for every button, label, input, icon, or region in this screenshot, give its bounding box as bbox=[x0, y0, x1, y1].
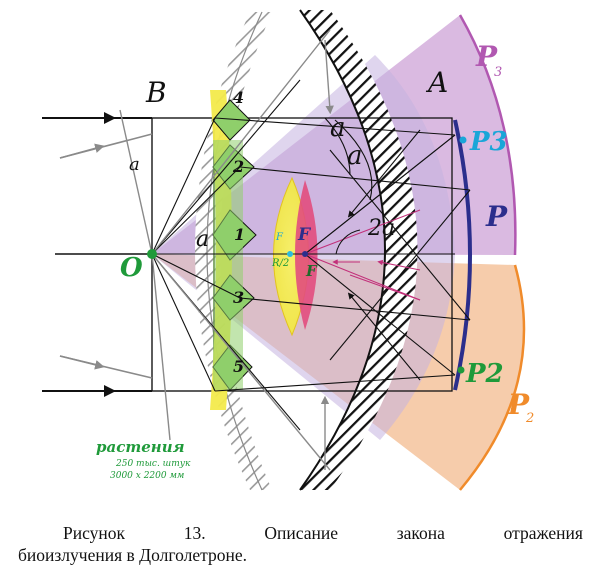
label-p: P bbox=[485, 200, 508, 233]
label-alpha-top2: a bbox=[347, 141, 363, 171]
caption-word-3: Описание bbox=[264, 523, 338, 543]
plants-size: 3000 х 2200 мм bbox=[110, 471, 184, 481]
cell-2-label: 2 bbox=[232, 157, 244, 176]
figure-caption: Рисунок 13. Описание закона отражения би… bbox=[18, 522, 583, 566]
label-a: A bbox=[425, 66, 448, 99]
label-alpha-mid: a bbox=[196, 227, 209, 252]
label-p2-sector: P bbox=[507, 388, 530, 421]
plants-title: растения bbox=[96, 438, 185, 456]
label-alpha-top1: a bbox=[330, 113, 346, 143]
cell-4-label: 4 bbox=[233, 88, 244, 107]
label-o: O bbox=[120, 253, 143, 283]
label-b: B bbox=[145, 76, 167, 109]
reflection-diagram: B A O a a a a 2a F F F R/2 P P3 P2 P 3 P… bbox=[42, 9, 534, 491]
label-f-main: F bbox=[297, 225, 312, 245]
cell-3-label: 3 bbox=[233, 288, 244, 307]
label-r2: R/2 bbox=[271, 258, 289, 269]
label-p3-sector: P bbox=[475, 40, 498, 73]
cell-5-label: 5 bbox=[233, 357, 244, 376]
label-alpha-left: a bbox=[129, 154, 140, 175]
label-f1: F bbox=[275, 232, 284, 243]
caption-line-2: биоизлучения в Долголетроне. bbox=[18, 545, 247, 565]
label-p3-blue: P3 bbox=[469, 127, 508, 157]
caption-word-1: Рисунок bbox=[63, 523, 126, 543]
caption-word-4: закона bbox=[396, 523, 445, 543]
caption-word-2: 13. bbox=[183, 523, 206, 543]
caption-word-5: отражения bbox=[503, 523, 583, 543]
label-p2-green: P2 bbox=[465, 359, 504, 389]
label-p3-sector-sub: 3 bbox=[494, 65, 502, 80]
label-two-alpha: 2a bbox=[367, 216, 395, 241]
cell-stack bbox=[212, 99, 257, 391]
label-f-lower: F bbox=[305, 262, 318, 280]
label-p2-sector-sub: 2 bbox=[525, 411, 534, 426]
cell-1-label: 1 bbox=[234, 225, 245, 244]
plants-count: 250 тыс. штук bbox=[115, 459, 191, 469]
